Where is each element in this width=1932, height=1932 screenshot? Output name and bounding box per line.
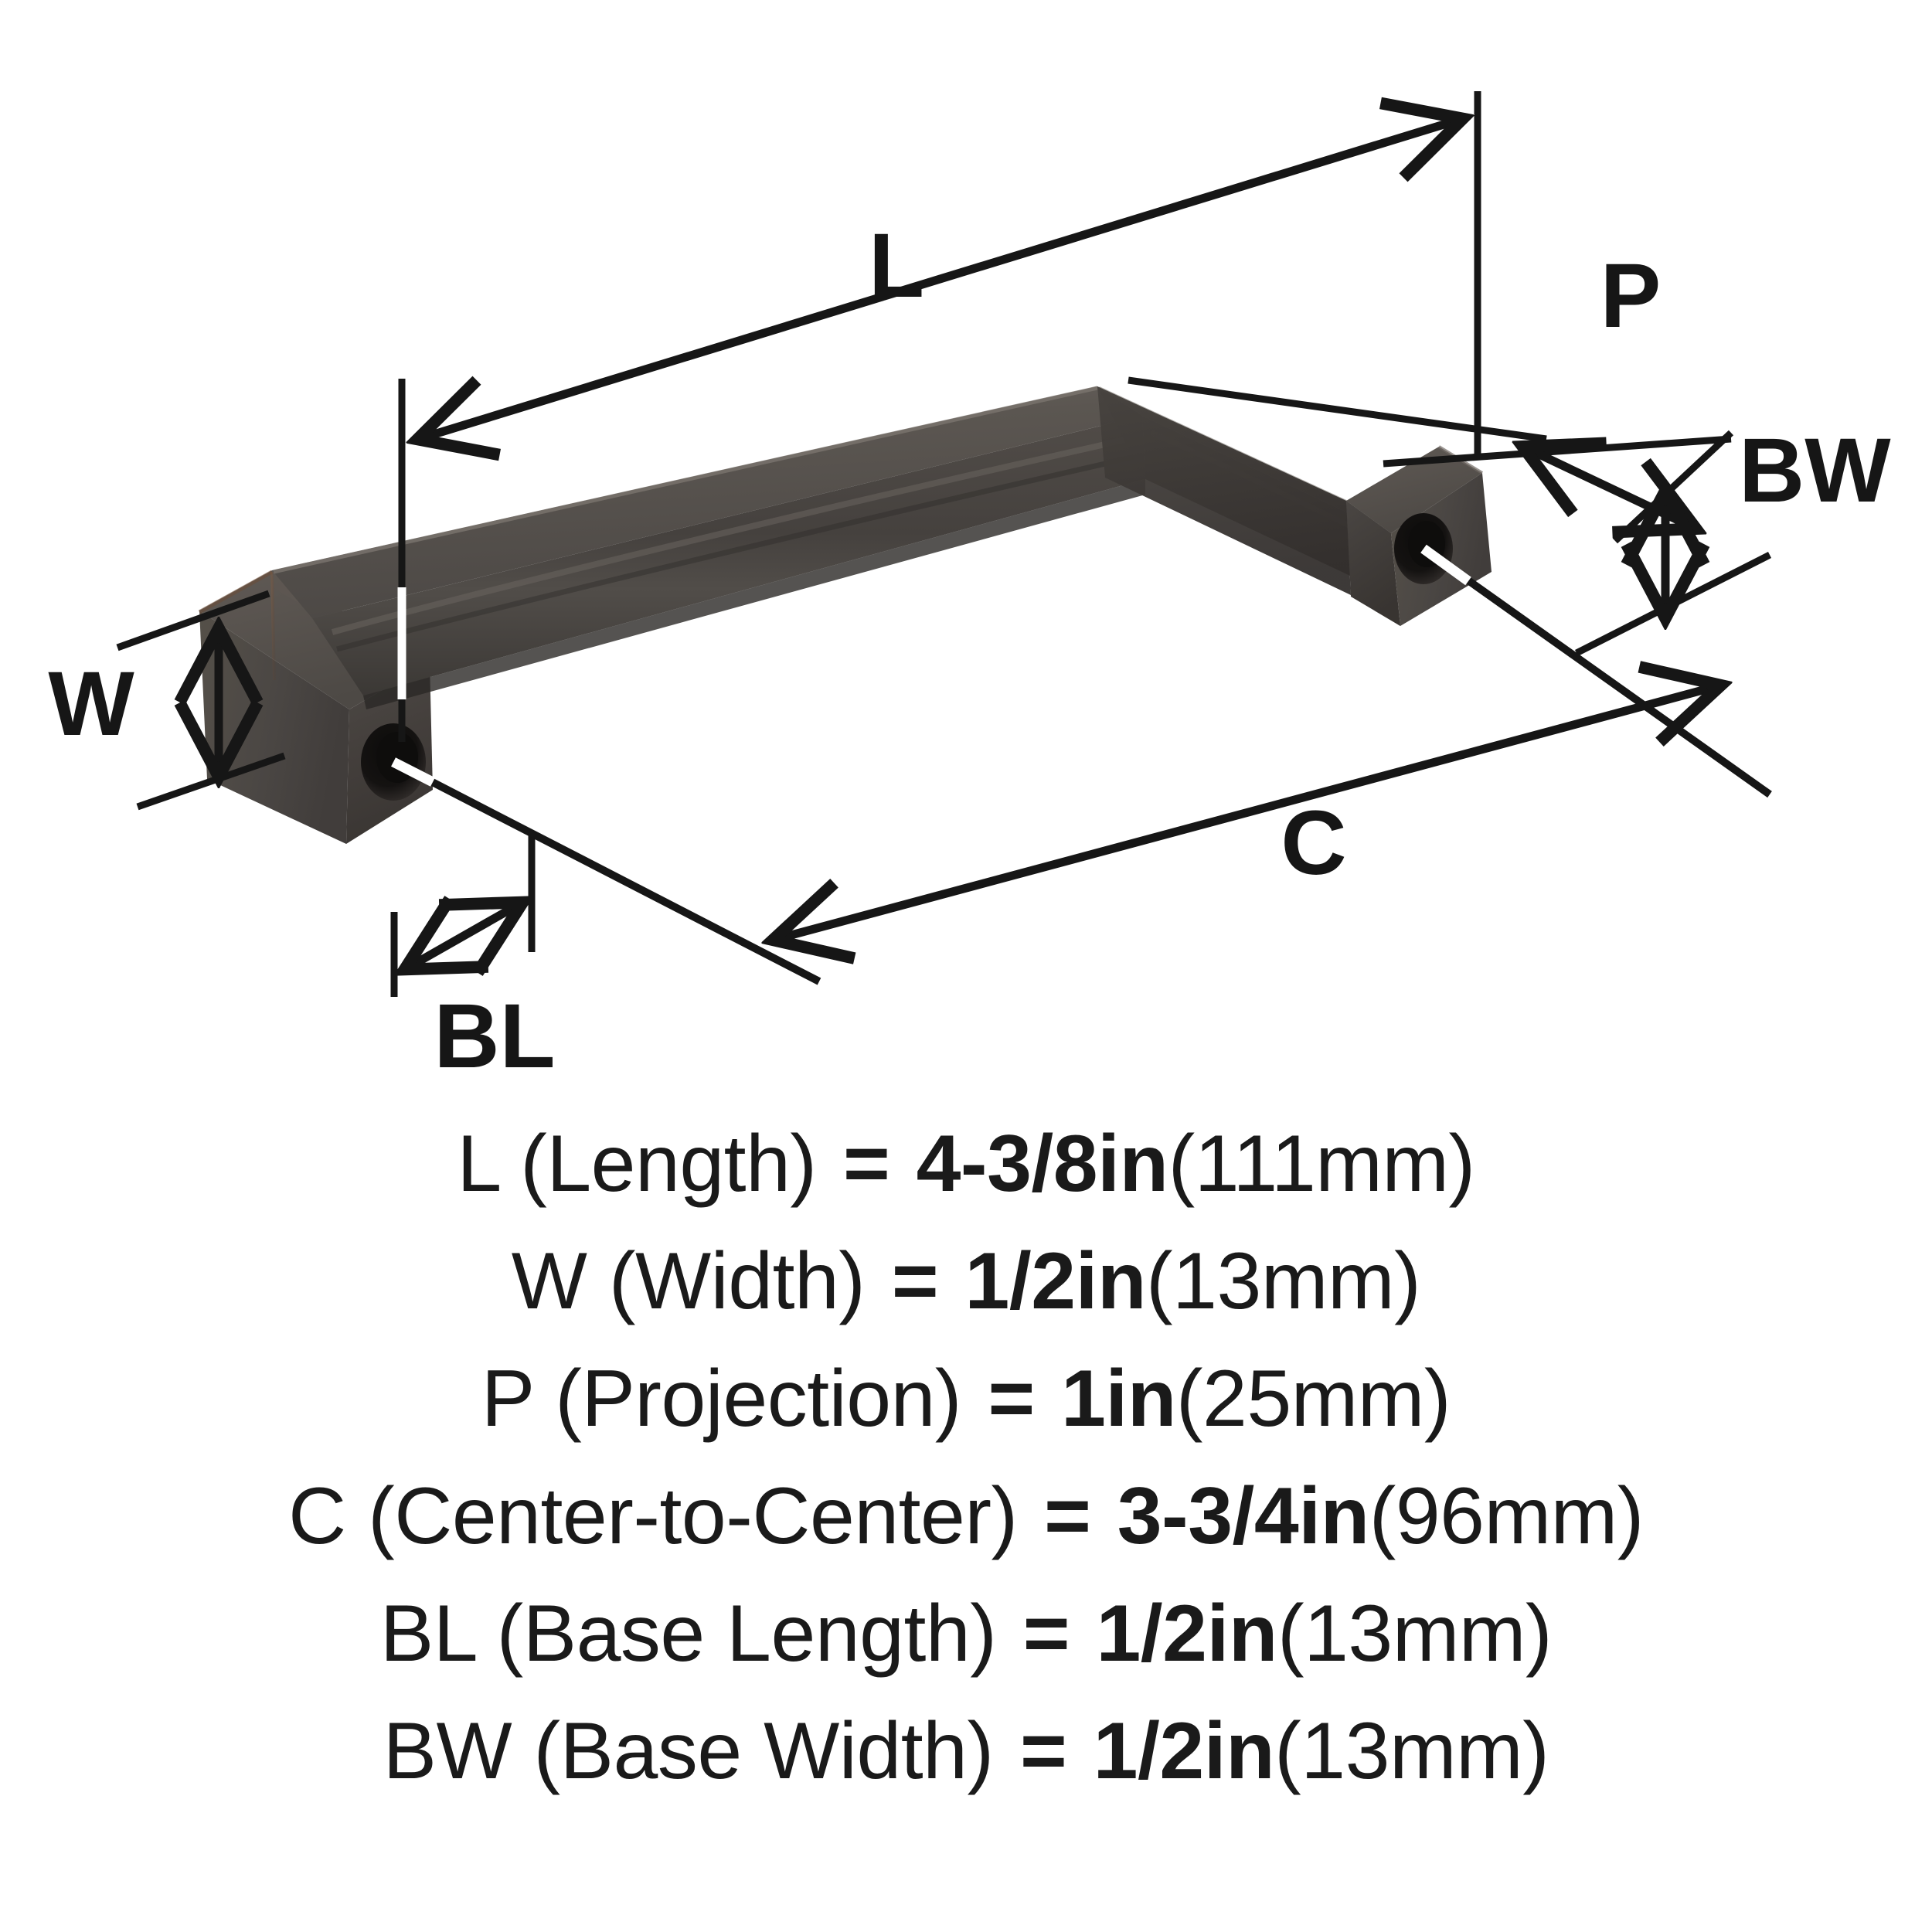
spec-label-base-width: BW (Base Width): [383, 1706, 994, 1796]
dimension-label-BL: BL: [434, 985, 555, 1087]
dimension-label-L: L: [869, 215, 924, 317]
C-extension-left-mask: [391, 757, 435, 787]
dimension-W: W: [48, 590, 286, 811]
specification-list: L (Length) = 4-3/8in(111mm) W (Width) = …: [0, 1105, 1932, 1932]
bar-left-groove-shadow: [336, 453, 1140, 652]
spec-value-in-base-length: 1/2in: [1096, 1589, 1277, 1679]
spec-value-width: 1/2in(13mm): [965, 1236, 1421, 1326]
spec-value-center-to-center: 3-3/4in(96mm): [1117, 1471, 1645, 1561]
diagram-svg: L P BW W: [48, 91, 1891, 1087]
inner-wall-facet: [1097, 386, 1351, 595]
product-render: [198, 386, 1492, 844]
right-foot-top-face: [1346, 447, 1482, 533]
dimension-label-BW: BW: [1739, 420, 1891, 522]
spec-row-width: W (Width) = 1/2in(13mm): [0, 1223, 1932, 1340]
right-foot: [1346, 445, 1492, 626]
spec-equals-base-width: =: [1020, 1706, 1067, 1796]
spec-value-in-length: 4-3/8in: [916, 1119, 1168, 1209]
P-extension-upper: [1128, 376, 1547, 443]
spec-value-base-width: 1/2in(13mm): [1094, 1706, 1549, 1796]
spec-value-base-length: 1/2in(13mm): [1096, 1589, 1552, 1679]
left-foot-warm-edge-2: [270, 571, 276, 681]
dimension-label-P: P: [1600, 245, 1662, 347]
spec-value-in-center-to-center: 3-3/4in: [1117, 1471, 1369, 1561]
dimension-C: C: [391, 544, 1772, 985]
spec-value-mm-projection: (25mm): [1175, 1354, 1451, 1444]
spec-value-mm-width: (13mm): [1146, 1236, 1421, 1326]
spec-label-length: L (Length): [457, 1119, 817, 1209]
spec-value-mm-base-width: (13mm): [1274, 1706, 1549, 1796]
product-dimension-diagram: L P BW W: [48, 91, 1891, 1087]
C-extension-left: [391, 758, 821, 985]
spec-value-mm-length: (111mm): [1168, 1119, 1476, 1209]
spec-label-width: W (Width): [511, 1236, 866, 1326]
spec-value-in-width: 1/2in: [964, 1236, 1147, 1326]
BL-dimension-line: [408, 904, 519, 968]
bar-left-groove-highlight: [331, 434, 1137, 635]
C-extension-right-mask: [1420, 544, 1471, 586]
spec-label-base-length: BL (Base Length): [379, 1589, 997, 1679]
spec-value-in-base-width: 1/2in: [1093, 1706, 1275, 1796]
dimension-label-W: W: [48, 653, 134, 755]
dimension-BW: BW: [1574, 420, 1891, 657]
spec-row-base-width: BW (Base Width) = 1/2in(13mm): [0, 1692, 1932, 1810]
spec-row-center-to-center: C (Center-to-Center) = 3-3/4in(96mm): [0, 1458, 1932, 1575]
spec-value-mm-center-to-center: (96mm): [1369, 1471, 1645, 1561]
L-dimension-line: [421, 120, 1459, 438]
spec-equals-length: =: [842, 1119, 890, 1209]
spec-equals-base-length: =: [1022, 1589, 1070, 1679]
spec-equals-width: =: [891, 1236, 939, 1326]
spec-value-length: 4-3/8in(111mm): [916, 1119, 1476, 1209]
spec-value-in-projection: 1in: [1061, 1354, 1176, 1444]
C-extension-right: [1421, 545, 1772, 798]
dimension-label-C: C: [1281, 792, 1346, 894]
dimension-L: L: [397, 91, 1481, 742]
left-foot-warm-edge: [198, 570, 274, 614]
spec-row-base-length: BL (Base Length) = 1/2in(13mm): [0, 1575, 1932, 1692]
dimension-BL: BL: [390, 831, 556, 1087]
BW-extension-lower: [1574, 551, 1772, 657]
spec-label-projection: P (Projection): [481, 1354, 962, 1444]
spec-row-projection: P (Projection) = 1in(25mm): [0, 1340, 1932, 1458]
spec-row-length: L (Length) = 4-3/8in(111mm): [0, 1105, 1932, 1223]
bar-left-underside: [363, 479, 1145, 709]
spec-value-mm-base-length: (13mm): [1277, 1589, 1553, 1679]
dimension-P: P: [1128, 245, 1732, 527]
C-dimension-line: [777, 686, 1717, 939]
spec-equals-center-to-center: =: [1044, 1471, 1091, 1561]
spec-value-projection: 1in(25mm): [1061, 1354, 1451, 1444]
right-foot-front-face: [1346, 501, 1400, 626]
spec-equals-projection: =: [988, 1354, 1035, 1444]
handle-inner-wall: [1097, 386, 1351, 595]
spec-label-center-to-center: C (Center-to-Center): [288, 1471, 1018, 1561]
